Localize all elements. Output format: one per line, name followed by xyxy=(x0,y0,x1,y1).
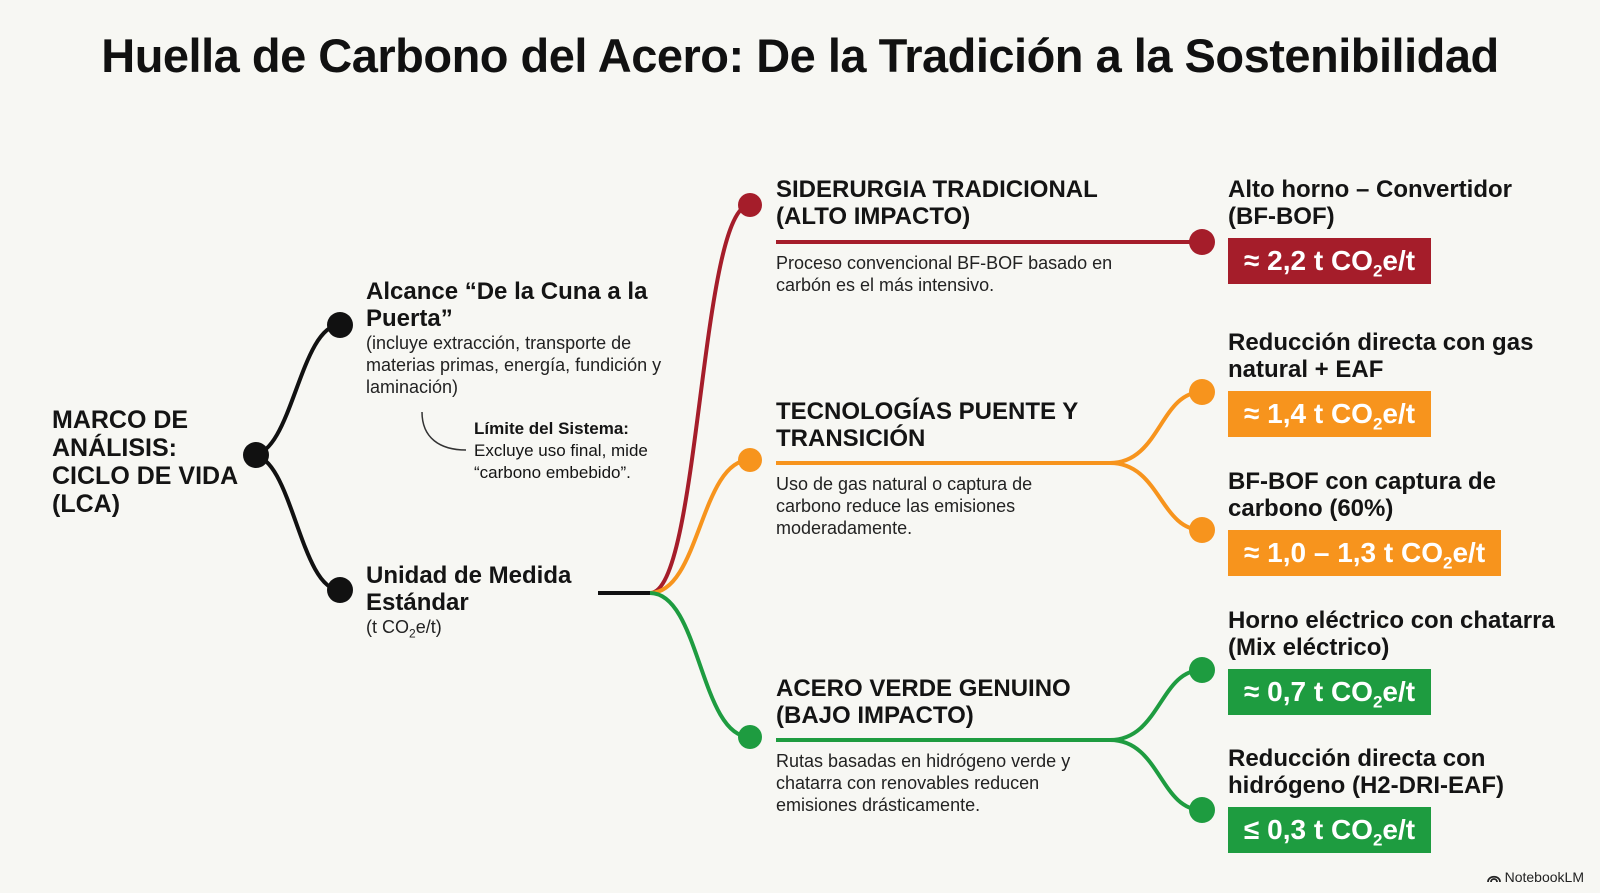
leaf-head: Horno eléctrico con chatarra (Mix eléctr… xyxy=(1228,607,1555,661)
transition-dot xyxy=(738,448,762,472)
link-green-scrap xyxy=(1109,668,1203,742)
category-head: ACERO VERDE GENUINO (BAJO IMPACTO) xyxy=(776,675,1071,729)
emission-badge: ≈ 1,0 – 1,3 t CO2e/t xyxy=(1228,530,1502,576)
leaf-bf-bof: Alto horno – Convertidor (BF-BOF) ≈ 2,2 … xyxy=(1228,176,1588,284)
unit-head: Unidad de Medida Estándar xyxy=(366,562,572,616)
link-unit-transition xyxy=(649,458,751,595)
root-label: MARCO DE ANÁLISIS: CICLO DE VIDA (LCA) xyxy=(52,406,238,518)
note-body: Excluye uso final, mide “carbono embebid… xyxy=(474,441,648,482)
system-limit-note: Límite del Sistema: Excluye uso final, m… xyxy=(474,418,684,484)
category-desc: Proceso convencional BF-BOF basado en ca… xyxy=(776,253,1113,295)
emission-badge: ≤ 0,3 t CO2e/t xyxy=(1228,807,1432,853)
root-dot xyxy=(243,442,269,468)
capture-dot xyxy=(1189,517,1215,543)
leaf-head: Reducción directa con gas natural + EAF xyxy=(1228,329,1534,383)
category-head: SIDERURGIA TRADICIONAL (ALTO IMPACTO) xyxy=(776,176,1098,230)
category-traditional: SIDERURGIA TRADICIONAL (ALTO IMPACTO) xyxy=(776,176,1136,230)
gas-dot xyxy=(1189,379,1215,405)
hydrogen-dot xyxy=(1189,797,1215,823)
leaf-bf-bof-ccs: BF-BOF con captura de carbono (60%) ≈ 1,… xyxy=(1228,468,1588,576)
leaf-scrap-eaf: Horno eléctrico con chatarra (Mix eléctr… xyxy=(1228,607,1588,715)
brand-label: NotebookLM xyxy=(1504,869,1584,885)
scope-head: Alcance “De la Cuna a la Puerta” xyxy=(366,278,648,332)
note-connector xyxy=(421,411,467,451)
notebooklm-logo-icon xyxy=(1486,875,1501,883)
category-desc: Rutas basadas en hidrógeno verde y chata… xyxy=(776,751,1071,815)
leaf-head: BF-BOF con captura de carbono (60%) xyxy=(1228,468,1497,522)
leaf-h2-dri: Reducción directa con hidrógeno (H2-DRI-… xyxy=(1228,745,1588,853)
link-transition-gas xyxy=(1109,390,1203,465)
link-unit-green xyxy=(649,591,751,739)
leaf-head: Alto horno – Convertidor (BF-BOF) xyxy=(1228,176,1512,230)
emission-badge: ≈ 1,4 t CO2e/t xyxy=(1228,391,1432,437)
emission-badge: ≈ 0,7 t CO2e/t xyxy=(1228,669,1432,715)
link-root-unit xyxy=(251,453,341,592)
link-unit-traditional xyxy=(649,203,751,595)
emission-badge: ≈ 2,2 t CO2e/t xyxy=(1228,238,1432,284)
leaf-head: Reducción directa con hidrógeno (H2-DRI-… xyxy=(1228,745,1504,799)
category-green: ACERO VERDE GENUINO (BAJO IMPACTO) xyxy=(776,675,1106,729)
traditional-dot xyxy=(738,193,762,217)
link-green-hydrogen xyxy=(1109,738,1203,812)
category-desc: Uso de gas natural o captura de carbono … xyxy=(776,474,1033,538)
page-title: Huella de Carbono del Acero: De la Tradi… xyxy=(101,29,1499,82)
leaf-gas-eaf: Reducción directa con gas natural + EAF … xyxy=(1228,329,1588,437)
link-root-scope xyxy=(251,323,341,457)
bfbof-dot xyxy=(1189,229,1215,255)
scope-dot xyxy=(327,312,353,338)
brand-watermark: NotebookLM xyxy=(1486,869,1584,885)
scrap-dot xyxy=(1189,657,1215,683)
scope-node: Alcance “De la Cuna a la Puerta” (incluy… xyxy=(366,278,686,398)
note-title: Límite del Sistema: xyxy=(474,419,629,438)
link-transition-capture xyxy=(1109,461,1203,532)
unit-body: (t CO2e/t) xyxy=(366,617,442,641)
green-dot xyxy=(738,725,762,749)
unit-node: Unidad de Medida Estándar (t CO2e/t) xyxy=(366,562,596,645)
category-head: TECNOLOGÍAS PUENTE Y TRANSICIÓN xyxy=(776,398,1078,452)
unit-dot xyxy=(327,577,353,603)
scope-body: (incluye extracción, transporte de mater… xyxy=(366,333,662,397)
category-transition: TECNOLOGÍAS PUENTE Y TRANSICIÓN xyxy=(776,398,1106,452)
